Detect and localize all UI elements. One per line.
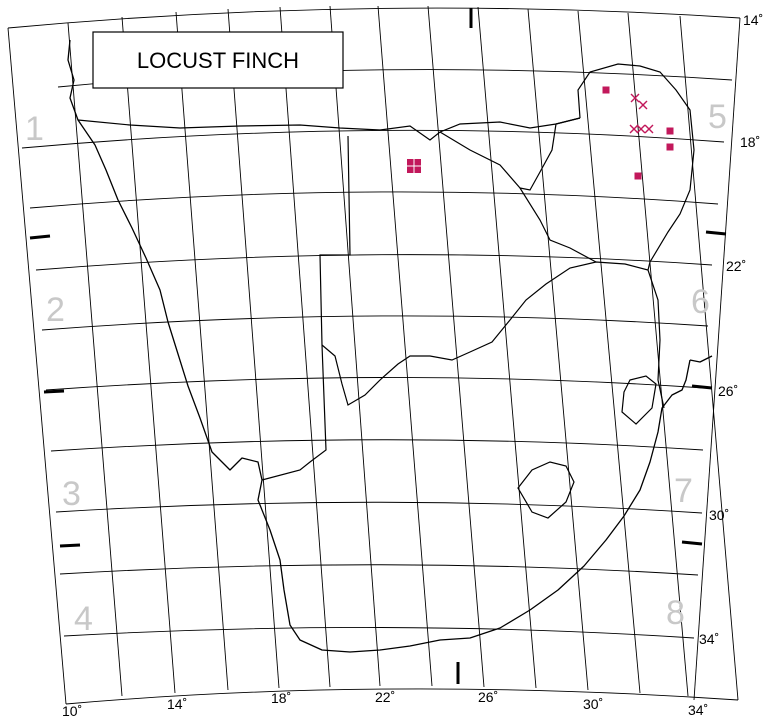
latitude-label: 34˚ <box>699 631 719 647</box>
map-title: LOCUST FINCH <box>137 48 299 73</box>
latitude-labels: 14˚ 18˚ 22˚ 26˚ 30˚ 34˚ <box>699 12 763 647</box>
coastline <box>67 39 713 653</box>
zone-ticks <box>29 8 727 684</box>
record-large-square-marker <box>407 159 421 173</box>
zone-numbers: 1 2 3 4 5 6 7 8 <box>25 98 727 638</box>
longitude-label: 14˚ <box>167 696 187 712</box>
latitude-label: 22˚ <box>726 258 746 274</box>
longitude-label: 30˚ <box>583 696 603 712</box>
zone-number: 6 <box>691 283 710 321</box>
latitude-label: 18˚ <box>740 134 760 150</box>
longitude-label: 26˚ <box>478 689 498 705</box>
zone-number: 1 <box>25 110 44 148</box>
zone-number: 8 <box>666 594 685 632</box>
latitude-label: 30˚ <box>709 507 729 523</box>
longitude-label: 22˚ <box>375 689 395 705</box>
latitude-label: 26˚ <box>718 383 738 399</box>
longitude-label: 18˚ <box>271 690 291 706</box>
zone-number: 4 <box>74 600 93 638</box>
record-markers <box>407 86 674 180</box>
title-box: LOCUST FINCH <box>92 31 344 89</box>
record-cross-marker <box>630 93 640 103</box>
longitude-label: 34˚ <box>688 702 708 718</box>
zone-number: 7 <box>674 472 693 510</box>
record-square-marker <box>666 127 674 135</box>
record-square-marker <box>634 172 642 180</box>
zone-number: 3 <box>62 475 81 513</box>
record-cross-marker <box>629 124 639 134</box>
zone-number: 5 <box>708 98 727 136</box>
latitude-label: 14˚ <box>743 12 763 28</box>
longitude-label: 10˚ <box>62 703 82 719</box>
record-cross-marker <box>644 124 654 134</box>
country-borders <box>77 63 695 519</box>
graticule-grid <box>7 5 741 705</box>
record-square-marker <box>602 86 610 94</box>
record-square-marker <box>666 143 674 151</box>
record-cross-marker <box>636 124 646 134</box>
zone-number: 2 <box>46 291 65 329</box>
longitude-labels: 10˚ 14˚ 18˚ 22˚ 26˚ 30˚ 34˚ <box>62 689 708 719</box>
record-cross-marker <box>638 100 648 110</box>
